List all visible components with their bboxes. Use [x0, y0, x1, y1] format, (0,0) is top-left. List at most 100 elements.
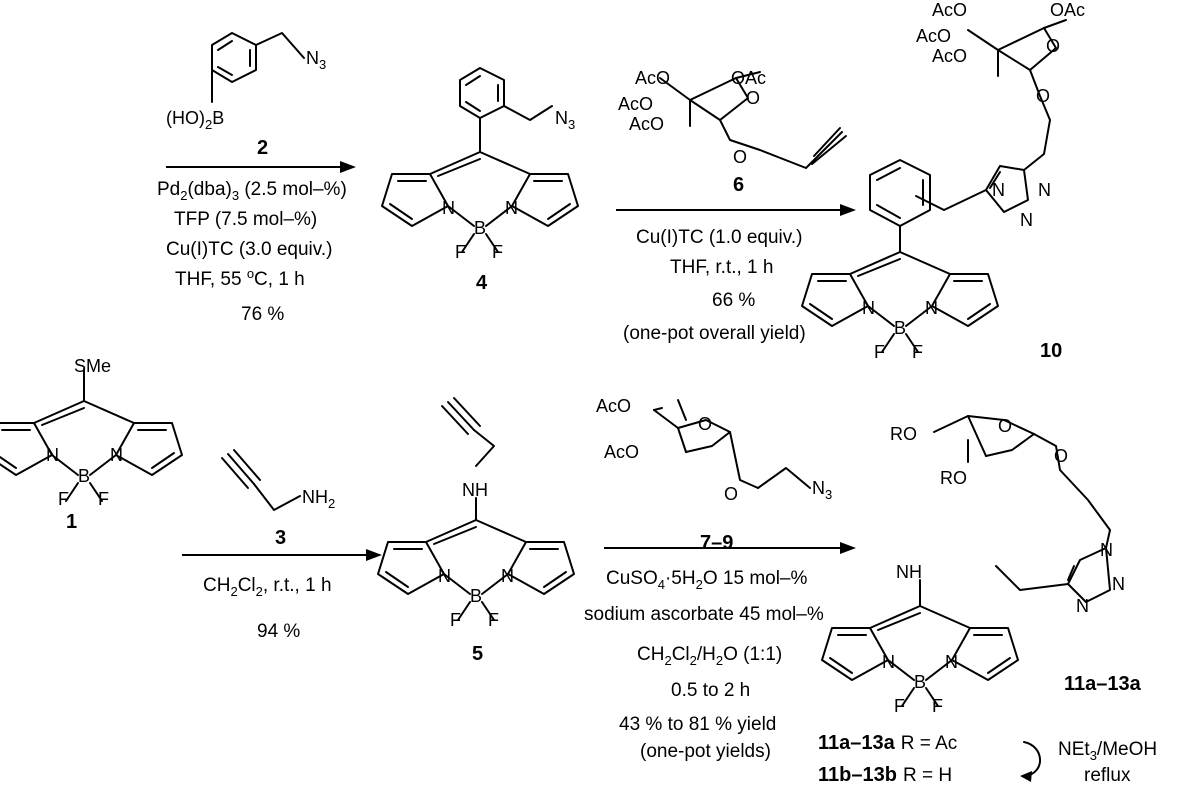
atom-N: N [992, 180, 1005, 200]
atom-F: F [492, 242, 503, 262]
atom-F: F [932, 696, 943, 716]
atom-HO2B: (HO)2B [166, 108, 224, 132]
arrow-head [340, 161, 356, 173]
atom-N: N [1112, 574, 1125, 594]
deprotection-arrow [1023, 741, 1041, 777]
compound-label-7-9: 7–9 [700, 532, 733, 554]
atom-O: O [698, 414, 712, 434]
svg-text:NEt3/MeOH: NEt3/MeOH [1058, 739, 1157, 763]
atom-SMe: SMe [74, 356, 111, 376]
atom-F: F [455, 242, 466, 262]
compound-1-structure [0, 368, 183, 502]
atom-RO: RO [940, 468, 967, 488]
atom-F: F [488, 610, 499, 630]
atom-N: N [862, 298, 875, 318]
atom-AcO: AcO [596, 396, 631, 416]
svg-text:CuSO4·5H2O 15 mol–%: CuSO4·5H2O 15 mol–% [606, 568, 807, 592]
atom-F: F [98, 489, 109, 509]
compound-5-structure [441, 397, 495, 521]
compound-7-9-structure [653, 399, 811, 489]
svg-text:CH2Cl2/H2O (1:1): CH2Cl2/H2O (1:1) [637, 644, 782, 668]
atom-N: N [505, 198, 518, 218]
compound-label-10: 10 [1040, 340, 1062, 362]
atom-N: N [442, 198, 455, 218]
svg-text:sodium ascorbate 45 mol–%: sodium ascorbate 45 mol–% [584, 604, 824, 625]
reaction-3-conditions: CH2Cl2, r.t., 1 h 94 % [203, 575, 332, 642]
reaction-1-conditions: Pd2(dba)3 (2.5 mol–%) TFP (7.5 mol–%) Cu… [157, 179, 347, 325]
atom-AcO: AcO [916, 26, 951, 46]
compound-2-structure [211, 32, 305, 103]
atom-N: N [438, 566, 451, 586]
svg-text:43 % to 81 % yield: 43 % to 81 % yield [619, 714, 776, 735]
svg-text:Pd2(dba)3 (2.5 mol–%): Pd2(dba)3 (2.5 mol–%) [157, 179, 347, 203]
svg-text:THF, r.t., 1 h: THF, r.t., 1 h [670, 257, 773, 278]
atom-OAc: OAc [1050, 0, 1085, 20]
svg-text:Cu(I)TC (3.0 equiv.): Cu(I)TC (3.0 equiv.) [166, 239, 332, 260]
svg-text:(one-pot yields): (one-pot yields) [640, 741, 771, 762]
atom-N: N [501, 566, 514, 586]
compound-label-11a-13a: 11a–13a [1064, 673, 1142, 695]
atom-OAc: OAc [731, 68, 766, 88]
atom-RO: RO [890, 424, 917, 444]
svg-text:TFP (7.5 mol–%): TFP (7.5 mol–%) [174, 209, 317, 230]
atom-AcO: AcO [635, 68, 670, 88]
svg-text:reflux: reflux [1084, 765, 1131, 786]
atom-N: N [1076, 596, 1089, 616]
atom-N3: N3 [812, 478, 832, 502]
arrow-head [366, 549, 382, 561]
atom-O: O [1046, 36, 1060, 56]
atom-AcO: AcO [629, 114, 664, 134]
svg-text:76 %: 76 % [241, 304, 284, 325]
arrow-head [1020, 771, 1032, 782]
atom-B: B [474, 218, 486, 238]
reagent-label-2: 2 [257, 137, 268, 159]
svg-text:CH2Cl2, r.t., 1 h: CH2Cl2, r.t., 1 h [203, 575, 332, 599]
compound-label-5: 5 [472, 643, 483, 665]
compound-4-structure [459, 67, 553, 153]
atom-N: N [46, 445, 59, 465]
compound-10-structure [869, 19, 1067, 253]
svg-text:0.5 to 2 h: 0.5 to 2 h [671, 680, 750, 701]
compound-label-1: 1 [66, 511, 77, 533]
arrow-head [840, 204, 856, 216]
reaction-4-conditions: CuSO4·5H2O 15 mol–% sodium ascorbate 45 … [584, 568, 824, 762]
atom-B: B [914, 672, 926, 692]
atom-N: N [1038, 180, 1051, 200]
atom-F: F [450, 610, 461, 630]
compound-11a-13a-structure [919, 415, 1111, 607]
atom-N: N [882, 652, 895, 672]
atom-B: B [78, 466, 90, 486]
compound-3-structure [221, 449, 301, 511]
atom-N: N [925, 298, 938, 318]
atom-F: F [58, 489, 69, 509]
atom-NH2: NH2 [302, 487, 335, 511]
svg-text:66 %: 66 % [712, 290, 755, 311]
atom-AcO: AcO [932, 46, 967, 66]
atom-F: F [874, 342, 885, 362]
svg-text:(one-pot overall yield): (one-pot overall yield) [623, 323, 806, 344]
atom-NH: NH [462, 480, 488, 500]
atom-O: O [1054, 446, 1068, 466]
atom-N3: N3 [555, 108, 575, 132]
atom-N: N [1100, 540, 1113, 560]
atom-O: O [733, 147, 747, 167]
atom-B: B [894, 318, 906, 338]
atom-O: O [998, 416, 1012, 436]
arrow-head [840, 542, 856, 554]
atom-F: F [894, 696, 905, 716]
atom-NH: NH [896, 562, 922, 582]
compound-6-structure [659, 71, 847, 169]
atom-N3: N3 [306, 48, 326, 72]
svg-text:94 %: 94 % [257, 621, 300, 642]
svg-text:Cu(I)TC (1.0 equiv.): Cu(I)TC (1.0 equiv.) [636, 227, 802, 248]
atom-F: F [912, 342, 923, 362]
atom-AcO: AcO [932, 0, 967, 20]
reagent-label-3: 3 [275, 527, 286, 549]
atom-O: O [724, 484, 738, 504]
atom-O: O [1036, 86, 1050, 106]
compound-label-6: 6 [733, 174, 744, 196]
